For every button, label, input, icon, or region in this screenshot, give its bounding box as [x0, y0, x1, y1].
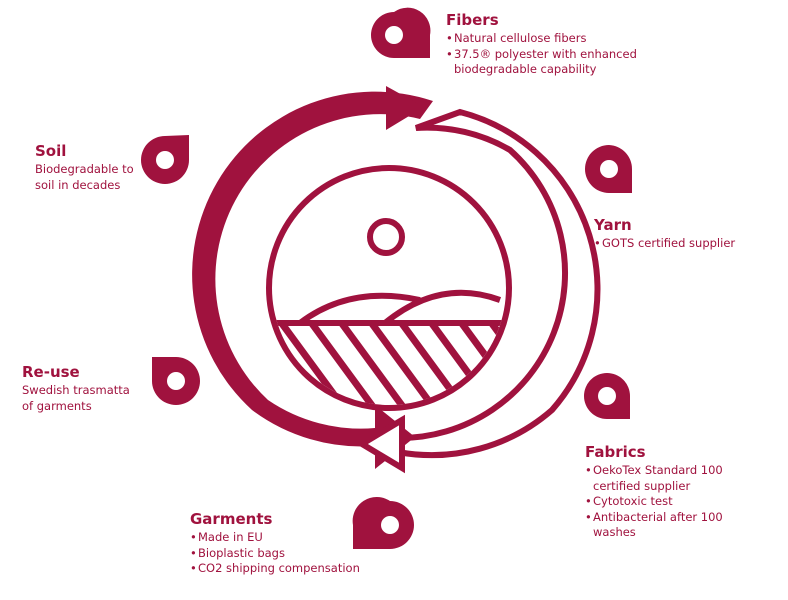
stage-text: Biodegradable to soil in decades	[35, 162, 134, 192]
stage-fabrics: Fabrics OekoTex Standard 100 certified s…	[585, 443, 785, 541]
pin-yarn	[585, 145, 632, 193]
bullet-item: Made in EU	[190, 530, 430, 546]
bullet-item: GOTS certified supplier	[594, 236, 784, 252]
cycle-arrowhead-bottom	[356, 414, 405, 474]
stage-title: Fabrics	[585, 443, 646, 461]
stage-bullets: Made in EU Bioplastic bags CO2 shipping …	[190, 530, 430, 577]
cycle-arrowhead-top	[386, 86, 424, 130]
stage-garments: Garments Made in EU Bioplastic bags CO2 …	[190, 510, 430, 577]
stage-text: Swedish trasmatta of garments	[22, 383, 130, 413]
circular-arrows-icon	[192, 86, 601, 474]
location-pin-icon	[141, 7, 632, 549]
hill-left	[298, 292, 421, 326]
bullet-item: Bioplastic bags	[190, 546, 430, 562]
stage-soil: Soil Biodegradable to soil in decades	[35, 142, 185, 193]
stage-reuse: Re-use Swedish trasmatta of garments	[22, 363, 172, 414]
bullet-item: 37.5® polyester with enhanced biodegrada…	[446, 47, 654, 78]
stage-title: Garments	[190, 510, 273, 528]
pin-fabrics	[584, 373, 630, 419]
stage-title: Fibers	[446, 11, 499, 29]
bullet-item: Natural cellulose fibers	[446, 31, 726, 47]
bullet-item: OekoTex Standard 100 certified supplier	[585, 463, 745, 494]
bullet-item: Antibacterial after 100 washes	[585, 510, 745, 541]
stage-title: Yarn	[594, 216, 632, 234]
stage-fibers: Fibers Natural cellulose fibers 37.5® po…	[446, 11, 726, 78]
pin-soil	[141, 135, 189, 184]
pin-fibers	[371, 7, 431, 58]
bullet-item: Cytotoxic test	[585, 494, 745, 510]
stage-bullets: GOTS certified supplier	[594, 236, 784, 252]
stage-title: Soil	[35, 142, 67, 160]
sun-icon	[367, 218, 405, 256]
stage-title: Re-use	[22, 363, 80, 381]
pin-reuse	[152, 357, 200, 405]
stage-bullets: OekoTex Standard 100 certified supplier …	[585, 463, 745, 541]
stage-yarn: Yarn GOTS certified supplier	[594, 216, 784, 252]
landscape-with-sun-icon	[266, 165, 512, 411]
hill-right	[383, 289, 502, 326]
bullet-item: CO2 shipping compensation	[190, 561, 430, 577]
stage-bullets: Natural cellulose fibers 37.5® polyester…	[446, 31, 726, 78]
cycle-arrow-solid	[192, 91, 433, 470]
